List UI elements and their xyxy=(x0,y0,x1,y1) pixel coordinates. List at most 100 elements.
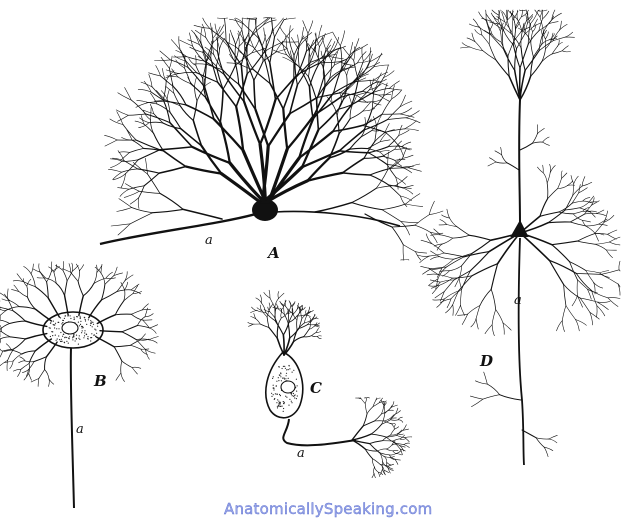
dendrite-branch xyxy=(266,308,270,318)
dendrite-branch xyxy=(478,26,491,35)
dendrite-branch xyxy=(278,308,285,315)
dendrite-branch xyxy=(548,438,558,444)
dendrite-branch xyxy=(205,37,218,53)
dendrite-branch xyxy=(96,314,116,325)
dendrite-branch xyxy=(439,279,455,283)
dendrite-branch xyxy=(96,336,115,348)
dendrite-branch xyxy=(308,64,319,88)
dendrite-branch xyxy=(162,150,187,168)
dendrite-branch xyxy=(304,315,307,324)
dendrite-branch xyxy=(198,39,204,53)
dendrite-branch xyxy=(195,55,197,66)
dendrite-branch xyxy=(205,97,222,124)
stipple-dot xyxy=(84,319,86,321)
dendrite-branch xyxy=(400,195,412,201)
stipple-dot xyxy=(272,376,274,378)
dendrite-branch xyxy=(314,33,320,48)
dendrite-branch xyxy=(63,294,69,316)
dendrite-branch xyxy=(249,17,257,19)
dendrite-branch xyxy=(388,453,397,456)
stipple-dot xyxy=(68,338,70,340)
dendrite-branch xyxy=(210,57,219,83)
dendrite-branch xyxy=(317,108,340,131)
dendrite-branch xyxy=(302,20,309,34)
dendrite-branch xyxy=(196,88,204,102)
stipple-dot xyxy=(87,338,89,340)
dendrite-branch xyxy=(551,240,578,246)
dendrite-branch xyxy=(376,448,387,452)
stipple-dot xyxy=(279,405,281,407)
dendrite-branch xyxy=(164,99,181,107)
dendrite-branch xyxy=(441,258,454,269)
dendrite-branch xyxy=(150,104,154,114)
dendrite-branch xyxy=(334,51,338,66)
dendrite-branch xyxy=(582,210,591,213)
dendrite-branch xyxy=(288,314,293,325)
dendrite-branch xyxy=(585,223,599,227)
dendrite-branch xyxy=(449,217,458,228)
dendrite-branch xyxy=(387,184,404,189)
dendrite-branch xyxy=(391,226,404,246)
dendrite-branch xyxy=(309,317,311,323)
dendrite-branch xyxy=(390,158,403,169)
dendrite-branch xyxy=(383,402,387,408)
dendrite-branch xyxy=(62,261,65,271)
dendrite-branch xyxy=(367,62,380,69)
dendrite-branch xyxy=(136,100,149,103)
dendrite-branch xyxy=(246,17,256,20)
stipple-dot xyxy=(80,320,82,322)
dendrite-branch xyxy=(189,46,204,53)
stipple-dot xyxy=(271,395,273,397)
dendrite-branch xyxy=(28,350,36,364)
dendrite-branch xyxy=(143,172,160,187)
dendrite-branch xyxy=(112,157,125,161)
dendrite-branch xyxy=(542,172,548,184)
stipple-dot xyxy=(283,407,285,410)
dendrite-branch xyxy=(440,234,453,239)
dendrite-branch xyxy=(512,27,516,46)
dendrite-branch xyxy=(263,292,271,299)
dendrite-branch xyxy=(178,36,181,51)
dendrite-branch xyxy=(201,23,207,38)
dendrite-branch xyxy=(268,326,278,339)
dendrite-branch xyxy=(251,306,258,311)
dendrite-branch xyxy=(115,109,129,116)
stipple-dot xyxy=(54,324,56,326)
dendrite-branch xyxy=(559,24,568,31)
dendrite-branch xyxy=(551,9,556,21)
dendrite-branch xyxy=(531,141,543,144)
stipple-dot xyxy=(82,325,84,328)
dendrite-branch xyxy=(463,251,490,258)
dendrite-branch xyxy=(373,71,388,81)
dendrite-branch xyxy=(37,378,40,387)
dendrite-branch xyxy=(571,200,584,204)
dendrite-branch xyxy=(120,152,130,161)
dendrite-branch xyxy=(152,208,184,214)
dendrite-branch xyxy=(18,360,26,364)
dendrite-branch xyxy=(267,306,270,312)
dendrite-branch xyxy=(454,277,460,288)
stipple-dot xyxy=(52,324,54,326)
label-b: B xyxy=(93,372,107,390)
dendrite-branch xyxy=(506,162,520,171)
dendrite-branch xyxy=(114,313,132,316)
dendrite-branch xyxy=(315,35,324,47)
dendrite-branch xyxy=(187,67,206,88)
dendrite-branch xyxy=(541,9,543,20)
dendrite-branch xyxy=(577,233,595,242)
dendrite-branch xyxy=(336,101,342,117)
stipple-dot xyxy=(285,378,287,380)
dendrite-branch xyxy=(175,59,185,69)
stipple-dot xyxy=(288,404,290,406)
dendrite-branch xyxy=(394,140,402,150)
stipple-dot xyxy=(61,323,63,325)
dendrite-branch xyxy=(386,444,393,450)
dendrite-branch xyxy=(398,129,410,136)
dendrite-branch xyxy=(100,272,106,285)
neuron-a-dendrites xyxy=(104,17,444,261)
dendrite-branch xyxy=(141,303,149,311)
dendrite-branch xyxy=(225,40,242,66)
dendrite-branch xyxy=(358,397,361,399)
dendrite-branch xyxy=(288,37,295,56)
dendrite-branch xyxy=(391,443,397,446)
